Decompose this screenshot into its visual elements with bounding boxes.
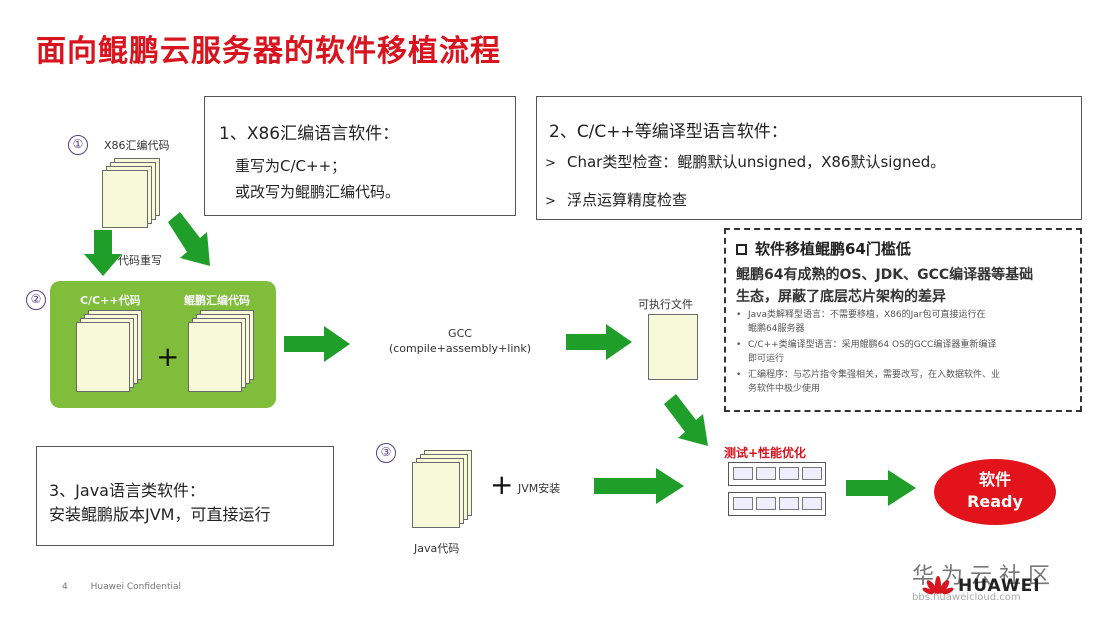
note-heading: 1、X86汇编语言软件： [219,124,400,144]
footer: 4 Huawei Confidential [62,582,182,592]
step-number-1: ① [68,135,88,155]
kunpeng-asm-label: 鲲鹏汇编代码 [184,294,250,307]
software-ready-badge: 软件 Ready [934,459,1056,525]
page-title: 面向鲲鹏云服务器的软件移植流程 [36,34,501,69]
step-number-2: ② [26,290,46,310]
arrow-right-icon [846,470,916,506]
note-heading: 2、C/C++等编译型语言软件： [549,122,788,142]
x86-code-doc-icon [102,158,164,228]
cpp-code-label: C/C++代码 [80,294,141,307]
arrow-down-icon [84,230,122,276]
bullet-item: >浮点运算精度检查 [545,191,688,209]
note-line: 重写为C/C++； [235,157,347,175]
threshold-bullet-cont: 即可运行 [748,354,785,364]
threshold-text: 生态，屏蔽了底层芯片架构的差异 [736,289,946,305]
plus-sign: + [156,340,180,373]
test-optimize-label: 测试+性能优化 [724,446,807,460]
bullet-arrow-icon: > [545,156,556,171]
threshold-bullet-cont: 鲲鹏64服务器 [748,324,805,334]
arrow-right-icon [594,468,684,504]
threshold-heading: 软件移植鲲鹏64门槛低 [736,238,911,259]
threshold-panel: 软件移植鲲鹏64门槛低 鲲鹏64有成熟的OS、JDK、GCC编译器等基础 生态，… [724,228,1082,412]
threshold-bullet: •C/C++类编译型语言：采用鲲鹏64 OS的GCC编译器重新编译 [736,340,997,350]
code-rewrite-label: 代码重写 [118,254,162,267]
watermark-url: bbs.huaweicloud.com [912,592,1021,603]
arrow-right-icon [566,324,632,360]
java-code-label: Java代码 [414,542,460,555]
threshold-bullet: •Java类解释型语言：不需要移植，X86的Jar包可直接运行在 [736,310,986,320]
arrow-right-icon [284,326,350,362]
plus-sign: + [490,468,514,501]
checkbox-icon [736,244,747,255]
huawei-logo-icon [922,576,954,595]
gcc-label: GCC (compile+assembly+link) [388,327,532,355]
bullet-arrow-icon: > [545,194,556,209]
executable-doc-icon [648,314,700,382]
cpp-code-doc-icon [74,310,144,398]
jvm-install-label: JVM安装 [518,482,561,495]
huawei-brand: HUAWEI [958,576,1041,596]
x86-code-label: X86汇编代码 [104,139,170,152]
threshold-bullet: •汇编程序：与芯片指令集强相关，需要改写，在入数据软件、业 [736,370,1001,380]
arrow-diagonal-icon [664,394,708,446]
note-java-software: 3、Java语言类软件： 安装鲲鹏版本JVM，可直接运行 [36,446,334,546]
note-line: 或改写为鲲鹏汇编代码。 [235,183,401,201]
bullet-item: >Char类型检查：鲲鹏默认unsigned，X86默认signed。 [545,153,946,171]
note-x86-assembly: 1、X86汇编语言软件： 重写为C/C++； 或改写为鲲鹏汇编代码。 [204,96,516,216]
note-line: 安装鲲鹏版本JVM，可直接运行 [49,505,271,524]
executable-label: 可执行文件 [638,298,693,311]
kunpeng-asm-doc-icon [186,310,256,398]
note-line: 3、Java语言类软件： [49,481,205,500]
java-code-doc-icon [412,450,474,530]
step-number-3: ③ [376,443,396,463]
arrow-diagonal-icon [168,212,210,266]
threshold-text: 鲲鹏64有成熟的OS、JDK、GCC编译器等基础 [736,267,1034,283]
server-rack-icon [726,460,830,520]
threshold-bullet-cont: 务软件中极少使用 [748,384,821,394]
note-compiled-languages: 2、C/C++等编译型语言软件： >Char类型检查：鲲鹏默认unsigned，… [536,96,1082,220]
